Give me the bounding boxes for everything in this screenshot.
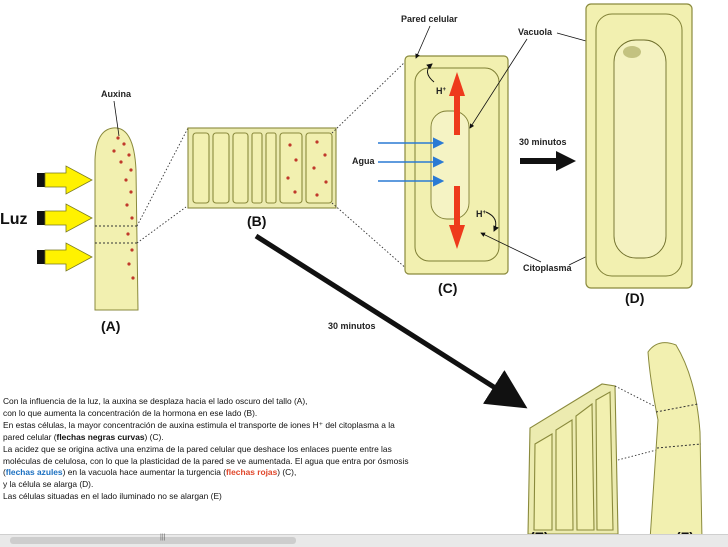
stem-a <box>94 100 139 311</box>
water-arrows <box>378 137 445 187</box>
caption-line-5: La acidez que se origina activa una enzi… <box>3 443 392 454</box>
label-auxina: Auxina <box>101 89 132 99</box>
label-vacuola: Vacuola <box>518 27 553 37</box>
caption-line-3: En estas células, la mayor concentración… <box>3 419 395 430</box>
label-agua: Agua <box>352 156 375 166</box>
proton-curved-arrow-top-icon <box>426 63 435 83</box>
auxin-dots <box>112 136 135 280</box>
cell-d <box>585 3 693 289</box>
turgor-arrow-up-icon <box>449 72 465 135</box>
label-30-minutos-2: 30 minutos <box>328 321 376 331</box>
stem-f <box>647 342 703 541</box>
caption-line-8: y la célula se alarga (D). <box>3 479 94 490</box>
caption-line-9: Las células situadas en el lado iluminad… <box>3 491 222 502</box>
label-30-minutos-1: 30 minutos <box>519 137 567 147</box>
cell-group-b <box>187 127 337 209</box>
cell-c <box>404 55 509 275</box>
explanation-text: Con la influencia de la luz, la auxina s… <box>3 396 473 503</box>
caption-line-1: Con la influencia de la luz, la auxina s… <box>3 396 308 406</box>
time-arrow-1-icon <box>520 151 576 171</box>
horizontal-scrollbar[interactable]: ||| <box>0 534 728 547</box>
light-arrow-3-icon <box>37 242 93 272</box>
label-d: (D) <box>625 290 644 306</box>
label-a: (A) <box>101 318 120 334</box>
label-pared-celular: Pared celular <box>401 14 458 24</box>
turgor-arrow-down-icon <box>449 186 465 249</box>
caption-line-4: pared celular (flechas negras curvas) (C… <box>3 431 164 442</box>
label-c: (C) <box>438 280 457 296</box>
label-luz: Luz <box>0 211 28 228</box>
time-arrow-2-icon <box>254 233 528 409</box>
caption-line-2: con lo que aumenta la concentración de l… <box>3 407 258 418</box>
light-arrow-2-icon <box>37 203 93 233</box>
label-citoplasma: Citoplasma <box>523 263 573 273</box>
label-h-bottom: H+ <box>476 209 487 219</box>
cell-group-e <box>527 383 619 535</box>
light-arrow-1-icon <box>37 165 93 195</box>
caption-line-7: (flechas azules) en la vacuola hace aume… <box>3 467 297 478</box>
scrollbar-thumb[interactable]: ||| <box>10 534 296 544</box>
scrollbar-grip-icon: ||| <box>160 534 166 541</box>
light-arrows <box>37 165 93 272</box>
label-h-top: H+ <box>436 86 447 96</box>
proton-curved-arrow-bottom-icon <box>485 211 499 232</box>
label-b: (B) <box>247 213 266 229</box>
caption-line-6: moléculas de celulosa, con lo que la pla… <box>3 455 409 466</box>
